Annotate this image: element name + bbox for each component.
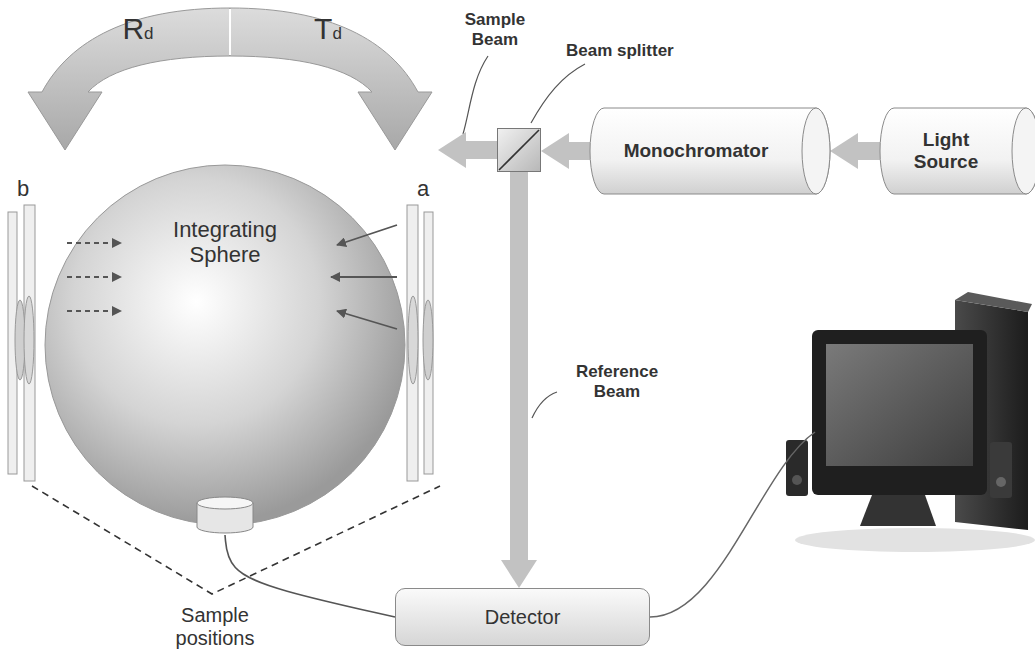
sample-positions-bracket bbox=[32, 486, 440, 594]
signal-cable bbox=[225, 535, 395, 617]
computer-illustration-part bbox=[955, 292, 1032, 312]
computer-illustration-part bbox=[795, 528, 1035, 552]
node-title: Monochromator bbox=[624, 140, 769, 162]
rd-td-arrows-part bbox=[28, 8, 230, 150]
sample-holder-a-part bbox=[423, 300, 433, 380]
bracket-label: Sample positions bbox=[140, 604, 290, 650]
transmitted-light-arrows bbox=[67, 243, 121, 311]
integrating-sphere: Integrating Sphere bbox=[45, 165, 405, 525]
rd-td-arrows-part bbox=[230, 8, 432, 150]
rd-td-arrows-part bbox=[229, 9, 231, 55]
light-source-cylinder: Light Source bbox=[880, 108, 1035, 194]
node-title: Detector bbox=[485, 606, 561, 629]
light-source-cylinder-outline-part bbox=[1012, 108, 1035, 194]
detector-port-part bbox=[197, 497, 253, 509]
computer-cable bbox=[650, 432, 815, 617]
reflected-light-arrows-part bbox=[337, 311, 397, 329]
light-beam-arrow bbox=[858, 142, 880, 160]
computer-illustration-part bbox=[860, 495, 936, 526]
transmitted-light-arrows-part bbox=[67, 310, 121, 312]
transmittance-label: Td bbox=[298, 12, 358, 47]
monochromator-cylinder-outline-part bbox=[590, 108, 830, 194]
computer-illustration bbox=[786, 292, 1035, 552]
node-title: Integrating Sphere bbox=[140, 217, 310, 268]
sample-holder-a-part bbox=[407, 205, 418, 481]
transmitted-light-arrows-part bbox=[67, 276, 121, 278]
light-beam-arrow bbox=[569, 142, 590, 160]
reflected-light-arrows-part bbox=[331, 276, 397, 278]
leader-line-part bbox=[531, 64, 585, 123]
beam-splitter-outline bbox=[498, 129, 542, 173]
reflected-light-arrows bbox=[331, 225, 397, 329]
light-source-cylinder-outline-part bbox=[880, 108, 1035, 194]
monochromator-cylinder: Monochromator bbox=[590, 108, 830, 194]
node-title: Light Source bbox=[906, 129, 986, 173]
rd-td-arrows bbox=[28, 8, 432, 150]
sample-holder-b bbox=[8, 205, 35, 481]
beam-splitter: Beam splitter bbox=[497, 128, 541, 172]
node-title: Beam splitter bbox=[566, 41, 674, 61]
sample-holder-b-part bbox=[24, 296, 34, 384]
callout-label: Sample Beam bbox=[445, 10, 545, 49]
sample-holder-a-part bbox=[424, 212, 433, 474]
leader-line-part bbox=[532, 392, 557, 418]
sample-holder-a bbox=[407, 205, 433, 481]
callout-label: Reference Beam bbox=[558, 362, 676, 401]
computer-illustration-part bbox=[792, 475, 802, 485]
computer-illustration-part bbox=[812, 330, 987, 495]
position-letter: b bbox=[10, 176, 36, 201]
reflected-light-arrows-part bbox=[337, 225, 397, 245]
light-beam-arrow bbox=[510, 172, 528, 560]
leader-line-part bbox=[463, 56, 488, 134]
transmitted-light-arrows-part bbox=[67, 242, 121, 244]
integrating-sphere-outline-part bbox=[45, 165, 405, 525]
position-letter: a bbox=[410, 176, 436, 201]
light-beam-arrow bbox=[466, 141, 497, 159]
detector-box: Detector bbox=[395, 588, 650, 646]
sample-holder-a-part bbox=[408, 296, 418, 384]
sample-holder-b-part bbox=[24, 205, 35, 481]
beam-splitter-outline-part bbox=[499, 130, 539, 170]
computer-illustration-part bbox=[990, 442, 1012, 498]
computer-illustration-part bbox=[826, 344, 973, 466]
reflectance-label: Rd bbox=[108, 12, 168, 47]
monochromator-cylinder-outline-part bbox=[802, 108, 830, 194]
computer-illustration-part bbox=[996, 477, 1006, 487]
detector-port bbox=[197, 497, 253, 533]
